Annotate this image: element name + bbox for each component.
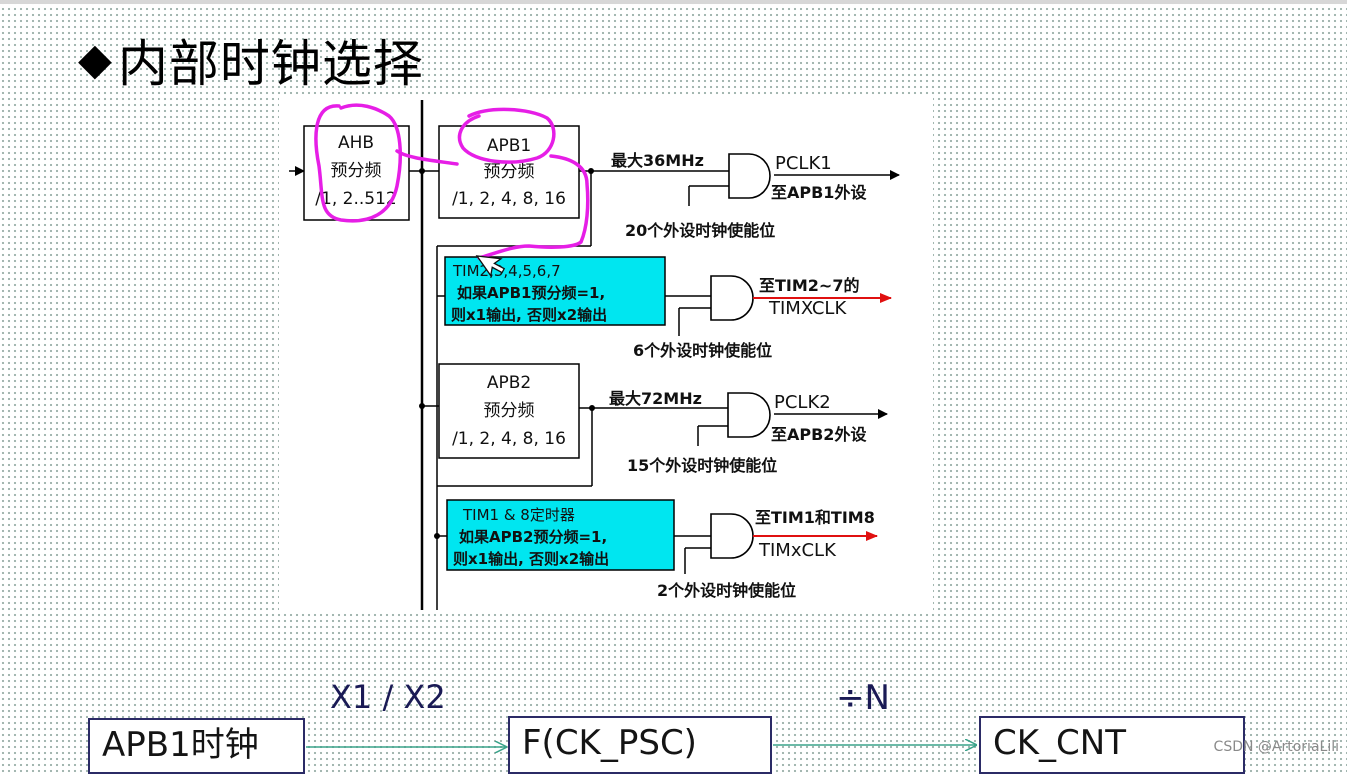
- csdn-watermark: CSDN @ArtoriaLili: [1213, 739, 1339, 755]
- ahb-prescaler-box: [303, 125, 410, 221]
- pclk1-label: PCLK1: [775, 153, 832, 174]
- slide-title: ◆ 内部时钟选择: [78, 28, 424, 93]
- apb2-divider-label: /1, 2, 4, 8, 16: [452, 429, 566, 449]
- apb1-path-annotation: [477, 154, 590, 260]
- clock-diagram-panel: AHB 预分频 /1, 2..512 APB1 预分频 /1, 2, 4, 8,…: [279, 96, 933, 612]
- tim1-8-highlight-box: [446, 499, 675, 571]
- tim2-7-condition: 如果APB1预分频=1,: [457, 284, 605, 302]
- apb1-enable-bits: 20个外设时钟使能位: [625, 221, 775, 240]
- ahb-circle-annotation: [314, 103, 403, 223]
- apb2-label: APB2: [487, 373, 531, 393]
- ahb-prescaler-label: 预分频: [331, 161, 382, 181]
- ck-psc-label: F(CK_PSC): [522, 723, 697, 763]
- apb2-prescaler-box: [438, 363, 580, 459]
- clock-tree-diagram: AHB 预分频 /1, 2..512 APB1 预分频 /1, 2, 4, 8,…: [289, 100, 900, 610]
- ck-cnt-label: CK_CNT: [993, 723, 1126, 763]
- and-gate-4: [710, 513, 754, 559]
- and-gate-1: [728, 153, 771, 199]
- apb2-prescaler-label: 预分频: [484, 401, 535, 421]
- apb1-divider-label: /1, 2, 4, 8, 16: [452, 189, 566, 209]
- ahb-label: AHB: [338, 133, 374, 153]
- magenta-annotation: [314, 103, 590, 260]
- ahb-divider-label: /1, 2..512: [315, 189, 396, 209]
- multiplier-label: X1 / X2: [330, 678, 446, 716]
- divide-n-label: ÷N: [836, 678, 890, 718]
- apb1-max-freq: 最大36MHz: [611, 151, 704, 170]
- tim2-7-destination: 至TIM2~7的: [759, 276, 859, 295]
- apb1-clock-label: APB1时钟: [102, 725, 259, 765]
- tim2-7-enable-bits: 6个外设时钟使能位: [633, 341, 772, 360]
- apb1-prescaler-label: 预分频: [484, 162, 535, 182]
- title-text: 内部时钟选择: [117, 35, 424, 93]
- tim1-8-condition: 如果APB2预分频=1,: [459, 528, 607, 546]
- tim1-8-enable-bits: 2个外设时钟使能位: [657, 581, 796, 600]
- tim2-7-output-rule: 则x1输出, 否则x2输出: [451, 306, 607, 324]
- diamond-bullet-icon: ◆: [78, 34, 112, 85]
- tim2-7-title: TIM2,3,4,5,6,7: [452, 262, 561, 280]
- tim2-7-highlight-box: [444, 256, 666, 326]
- pclk2-destination: 至APB2外设: [771, 425, 867, 444]
- tim1-8-title: TIM1 & 8定时器: [462, 506, 575, 524]
- apb1-circle-annotation: [457, 107, 556, 164]
- pclk2-label: PCLK2: [774, 392, 831, 413]
- apb2-enable-bits: 15个外设时钟使能位: [627, 456, 777, 475]
- top-edge: [0, 0, 1347, 4]
- and-gate-2: [710, 275, 754, 321]
- tim1-8-output-rule: 则x1输出, 否则x2输出: [453, 550, 609, 568]
- pclk1-destination: 至APB1外设: [771, 183, 867, 202]
- apb2-max-freq: 最大72MHz: [609, 389, 702, 408]
- apb1-prescaler-box: [438, 125, 580, 219]
- tim1-8-destination: 至TIM1和TIM8: [755, 508, 875, 527]
- timxclk-label-1: TIMXCLK: [768, 298, 847, 319]
- timxclk-label-2: TIMxCLK: [758, 540, 837, 561]
- and-gate-3: [727, 392, 771, 438]
- ahb-to-apb1-link-annotation: [395, 149, 459, 166]
- mouse-cursor-icon: [475, 255, 506, 278]
- apb1-label: APB1: [487, 136, 531, 156]
